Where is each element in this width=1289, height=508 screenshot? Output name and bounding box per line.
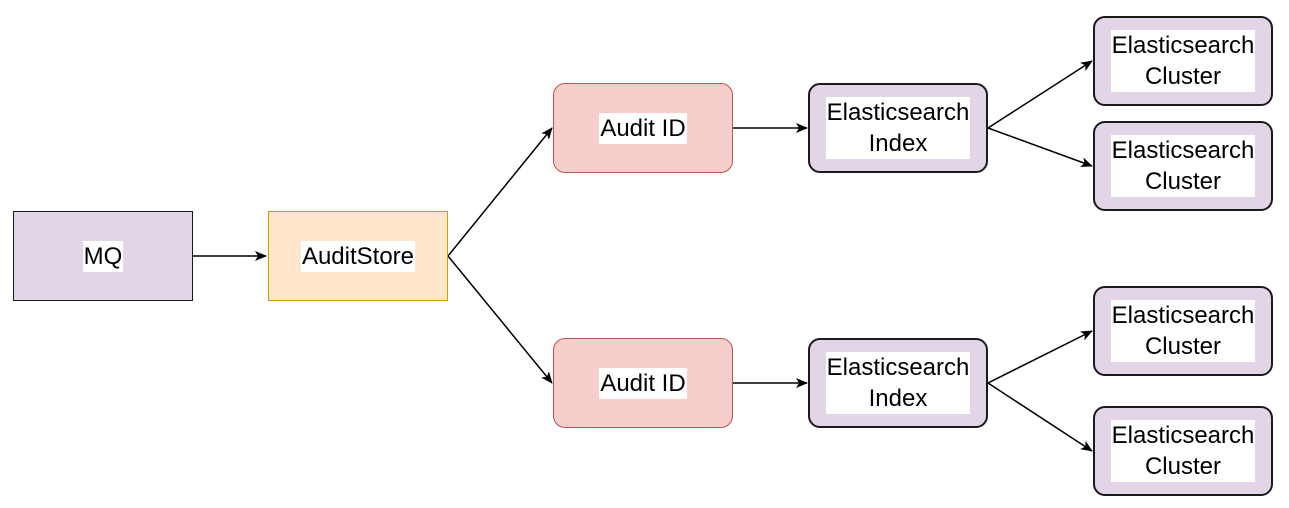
edge-auditstore-to-audit-id-bottom	[447, 255, 553, 384]
auditstore-label: AuditStore	[300, 240, 416, 272]
mq-node: MQ	[13, 211, 193, 301]
edge-es-index-bottom-to-cluster-3	[987, 330, 1093, 384]
edge-es-index-top-to-cluster-1	[987, 60, 1093, 129]
es-cluster-4-line-1: Elasticsearch	[1111, 422, 1255, 449]
audit-id-top-label: Audit ID	[599, 112, 687, 144]
es-cluster-3-line-1: Elasticsearch	[1111, 302, 1255, 329]
es-index-top-line-1: Elasticsearch	[826, 99, 970, 126]
audit-id-bottom-label: Audit ID	[599, 367, 687, 399]
es-cluster-1-line-2: Cluster	[1144, 63, 1221, 90]
es-index-top-line-2: Index	[868, 130, 928, 157]
edge-es-index-top-to-cluster-2	[987, 127, 1093, 167]
es-cluster-2-line-1: Elasticsearch	[1111, 137, 1255, 164]
es-index-bottom-line-2: Index	[868, 385, 928, 412]
mq-label: MQ	[82, 240, 124, 272]
es-cluster-2-line-2: Cluster	[1144, 168, 1221, 195]
es-index-bottom-line-1: Elasticsearch	[826, 354, 970, 381]
es-cluster-4-line-2: Cluster	[1144, 453, 1221, 480]
audit-id-bottom-node: Audit ID	[553, 338, 733, 428]
edge-auditstore-to-audit-id-top	[447, 127, 553, 257]
audit-id-top-node: Audit ID	[553, 83, 733, 173]
es-cluster-3-line-2: Cluster	[1144, 333, 1221, 360]
es-cluster-1-line-1: Elasticsearch	[1111, 32, 1255, 59]
auditstore-node: AuditStore	[268, 211, 448, 301]
edge-es-index-bottom-to-cluster-4	[987, 382, 1093, 452]
